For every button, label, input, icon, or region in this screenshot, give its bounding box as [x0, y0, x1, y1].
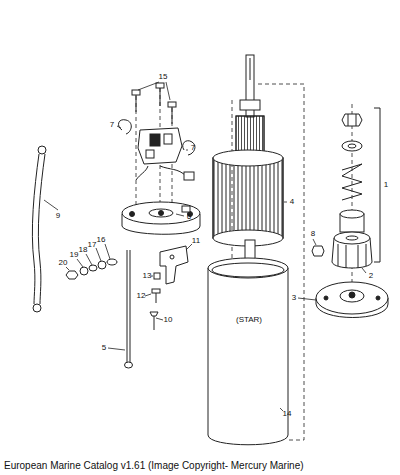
- callout-number: 2: [369, 272, 373, 280]
- nuts-washers: [66, 259, 117, 279]
- callout-number: 7: [110, 121, 114, 129]
- caption: European Marine Catalog v1.61 (Image Cop…: [4, 460, 304, 471]
- brush-holder: [136, 128, 194, 180]
- group-bracket: [374, 108, 380, 262]
- callout-number: 17: [88, 241, 97, 249]
- small-screws: [150, 273, 160, 330]
- callout-number: 13: [143, 272, 152, 280]
- armature: [213, 55, 283, 262]
- callout-number: 5: [102, 344, 106, 352]
- callout-number: 19: [70, 251, 79, 259]
- callout-number: 15: [159, 73, 168, 81]
- bracket: [160, 246, 188, 284]
- end-cap: [122, 202, 200, 234]
- through-bolt: [125, 250, 133, 368]
- leader-lines: [44, 82, 366, 411]
- callout-number: 14: [283, 410, 292, 418]
- nut: [312, 246, 324, 256]
- callout-number: 1: [384, 181, 388, 189]
- callout-number: 20: [59, 259, 68, 267]
- cable: [32, 146, 46, 312]
- housing: [208, 258, 288, 445]
- callout-number: 6: [187, 213, 191, 221]
- callout-number: 4: [290, 198, 294, 206]
- callout-number: 11: [192, 237, 200, 245]
- drive-assembly: [332, 114, 372, 268]
- callout-number: 8: [311, 230, 315, 238]
- housing-marking: (STAR): [236, 316, 262, 324]
- callout-number: 12: [137, 292, 146, 300]
- callout-number: 10: [164, 316, 173, 324]
- callout-number: 18: [79, 246, 88, 254]
- end-plate: [316, 282, 388, 318]
- callout-number: 9: [56, 212, 60, 220]
- callout-number: 16: [97, 236, 106, 244]
- screws: [132, 83, 176, 124]
- callout-number: 3: [292, 294, 296, 302]
- callout-number: 7: [191, 144, 195, 152]
